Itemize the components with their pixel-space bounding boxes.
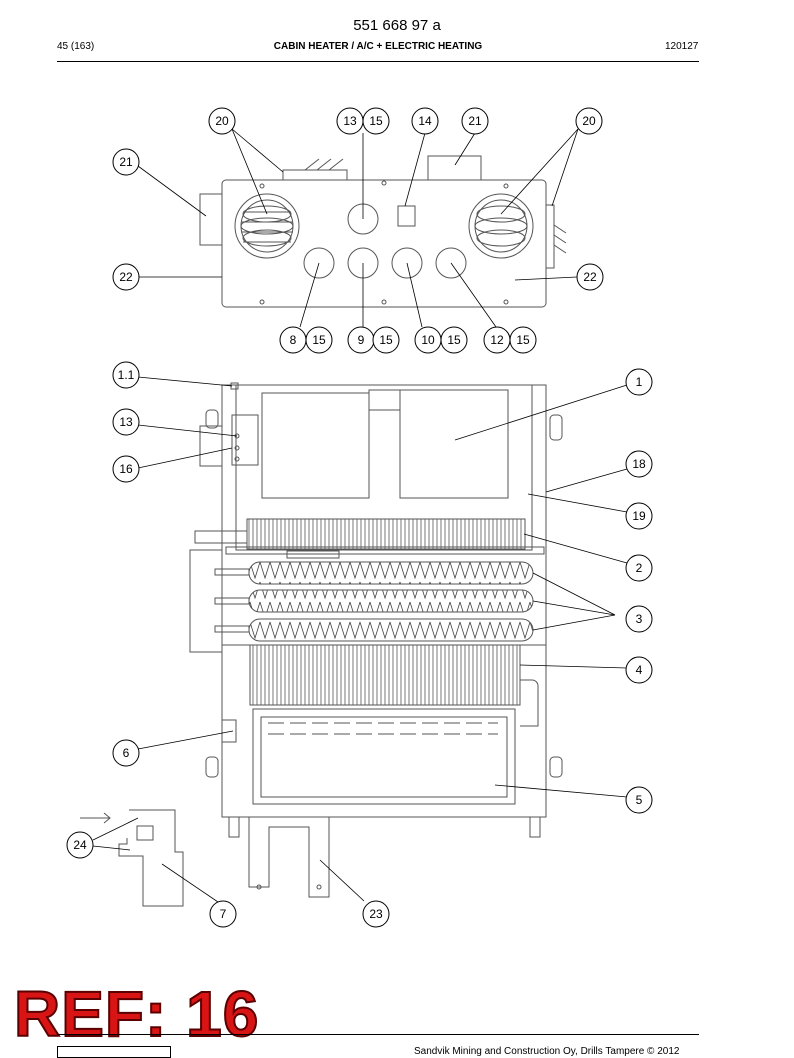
callout-labels: 20 13 15 14 21 20 21 22 22 8 15 9 15 10 …	[73, 114, 646, 921]
callout-14: 14	[418, 114, 432, 128]
callout-24: 24	[73, 838, 87, 852]
callout-1: 1	[636, 375, 643, 389]
section-title: CABIN HEATER / A/C + ELECTRIC HEATING	[273, 41, 483, 52]
callout-18: 18	[632, 457, 646, 471]
date-code: 120127	[665, 41, 699, 52]
callout-15: 15	[516, 333, 530, 347]
callout-1-1: 1.1	[118, 368, 135, 382]
leader-lines	[92, 128, 628, 903]
callout-20: 20	[215, 114, 229, 128]
callout-15: 15	[379, 333, 393, 347]
callout-16: 16	[119, 462, 133, 476]
callout-5: 5	[636, 793, 643, 807]
callout-3: 3	[636, 612, 643, 626]
callout-22: 22	[119, 270, 133, 284]
callout-15: 15	[312, 333, 326, 347]
bracket-detail	[80, 809, 184, 907]
callout-10: 10	[421, 333, 435, 347]
callout-22: 22	[583, 270, 597, 284]
callout-9: 9	[358, 333, 365, 347]
callout-12: 12	[490, 333, 504, 347]
callout-21: 21	[119, 155, 133, 169]
callout-7: 7	[220, 907, 227, 921]
footer-divider	[57, 1034, 699, 1035]
document-number: 551 668 97 a	[353, 17, 441, 34]
reference-stamp: REF: 16	[13, 978, 260, 1050]
callout-15: 15	[447, 333, 461, 347]
footer-copyright: Sandvik Mining and Construction Oy, Dril…	[414, 1046, 680, 1057]
sandvik-logo	[57, 1046, 171, 1058]
top-view-heater-housing	[199, 155, 567, 308]
callout-bubbles	[66, 107, 653, 928]
callout-20: 20	[582, 114, 596, 128]
header-divider	[57, 61, 699, 62]
callout-13: 13	[119, 415, 133, 429]
callout-4: 4	[636, 663, 643, 677]
callout-23: 23	[369, 907, 383, 921]
callout-8: 8	[290, 333, 297, 347]
callout-6: 6	[123, 746, 130, 760]
page-number: 45 (163)	[57, 41, 95, 52]
callout-13: 13	[343, 114, 357, 128]
callout-21: 21	[468, 114, 482, 128]
callout-2: 2	[636, 561, 643, 575]
callout-19: 19	[632, 509, 646, 523]
front-view-heater-assembly	[189, 382, 563, 898]
callout-15: 15	[369, 114, 383, 128]
